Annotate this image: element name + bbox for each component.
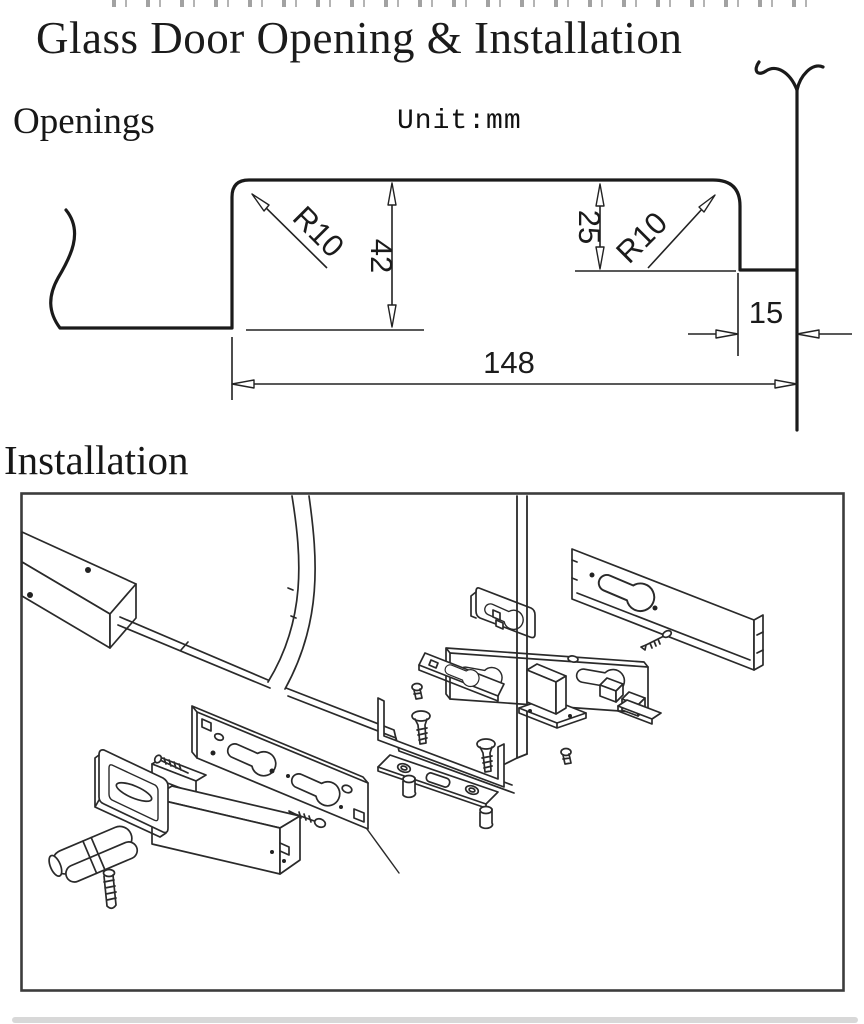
installation-exploded-diagram [20,492,845,992]
unit-label: Unit:mm [397,106,522,137]
dimension-arrowheads [231,182,820,389]
cropped-text-remnants [112,0,812,7]
dim-25: 25 [572,210,607,244]
opening-dimension-drawing: 42 25 R10 R10 15 148 [49,60,852,432]
cover-plate-center [470,586,536,639]
u-bracket [377,697,505,788]
dim-r10-right: R10 [609,205,674,270]
page-title: Glass Door Opening & Installation [36,13,683,63]
bottom-scrollbar[interactable] [12,1017,858,1023]
mounting-plate-left [191,705,369,830]
locating-pin-1 [402,774,417,799]
dimension-lines [231,184,852,400]
glass-keeper-block [518,663,587,729]
diagram-frame [20,492,845,992]
leader-line [366,828,400,874]
dim-15: 15 [749,295,783,330]
installation-section-label: Installation [4,437,189,483]
dim-r10-left: R10 [286,199,351,264]
strike-cover-plate [418,652,505,702]
locating-pin-2 [479,805,494,830]
cylinder-fixing-screw [102,868,117,910]
dim-42: 42 [364,239,399,273]
outer-cover-plate [94,749,169,838]
glass-notch-profile [49,60,825,432]
cover-plate-right [571,548,764,671]
glass-break-arc [267,495,316,690]
wall-rail-box [21,531,137,649]
screw-right-plate [640,629,673,651]
lock-body [151,754,301,875]
dim-148: 148 [483,345,535,380]
openings-section-label: Openings [13,101,155,142]
floor-strike-plate [377,754,499,809]
